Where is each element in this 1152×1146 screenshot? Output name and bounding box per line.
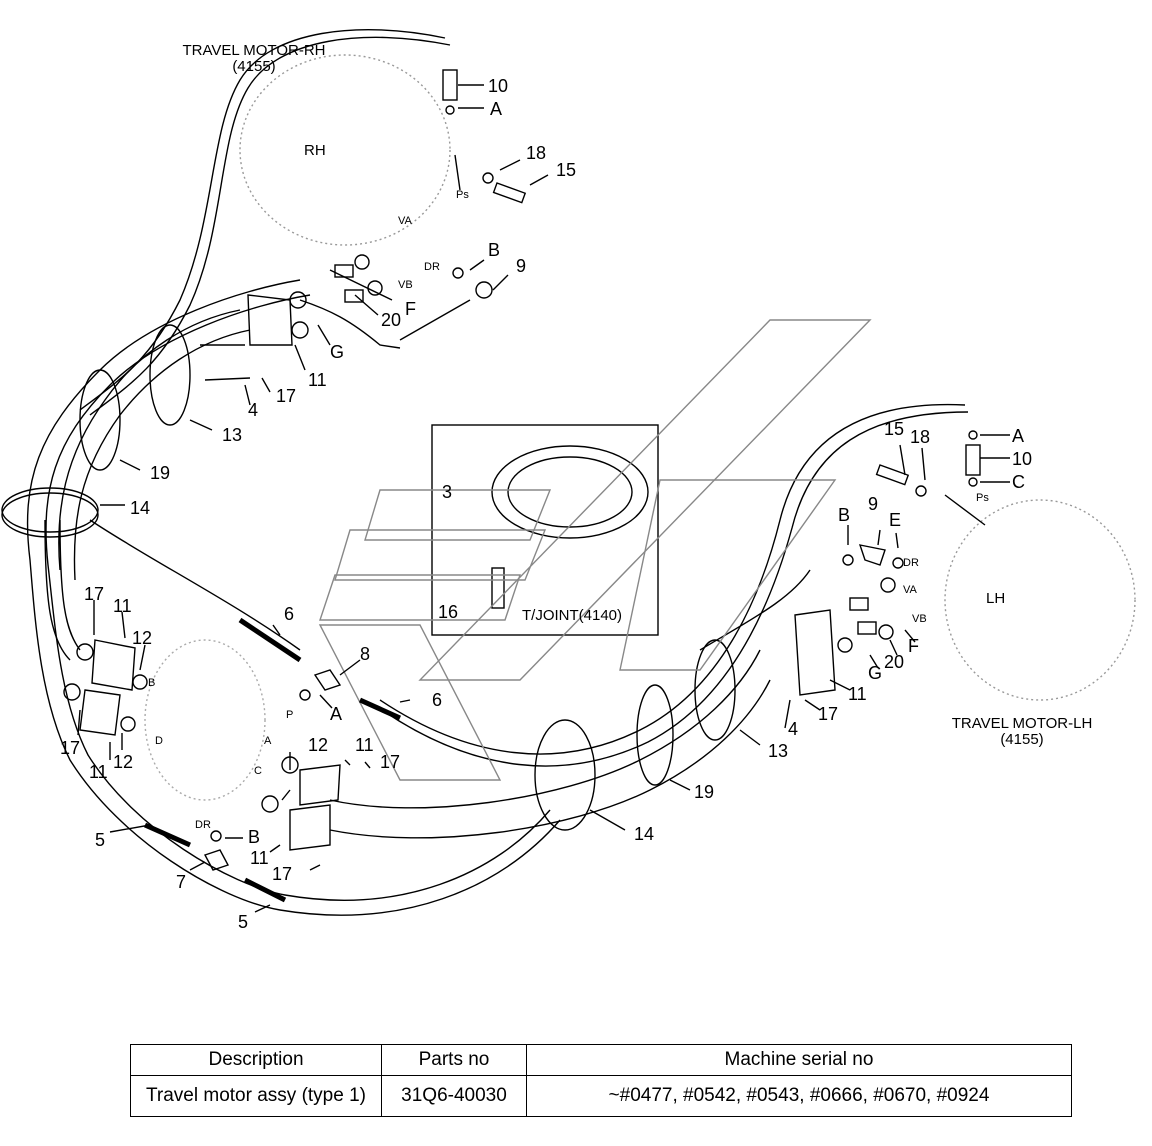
- callout-10-lh: 10: [1012, 449, 1032, 469]
- port-dr-rh: DR: [424, 261, 440, 273]
- clamp-13-rh: [149, 324, 191, 426]
- port-c: C: [254, 765, 262, 777]
- callout-17-center: 17: [380, 752, 400, 772]
- callout-14-lh: 14: [634, 824, 654, 844]
- callout-f-rh: F: [405, 299, 416, 319]
- lh-motor-outline: [944, 499, 1136, 701]
- lh-title-line2: (4155): [1000, 731, 1043, 748]
- callout-a-lh: A: [1012, 426, 1024, 446]
- callout-b-lh: B: [838, 505, 850, 525]
- tjoint-label: T/JOINT(4140): [522, 607, 622, 624]
- tjoint-gasket: [491, 445, 649, 539]
- callout-15-lh: 15: [884, 419, 904, 439]
- swivel-outline: [144, 639, 266, 801]
- callout-12-left-top: 12: [132, 628, 152, 648]
- callout-9-rh: 9: [516, 256, 526, 276]
- callout-11-center: 11: [355, 735, 374, 755]
- callout-12-left-bottom: 12: [113, 752, 133, 772]
- callout-11-lower: 11: [250, 848, 269, 868]
- callout-f-lh: F: [908, 636, 919, 656]
- lh-title-line1: TRAVEL MOTOR-LH: [952, 715, 1093, 732]
- rh-motor-outline: [239, 54, 451, 246]
- callout-8: 8: [360, 644, 370, 664]
- callout-17-lower: 17: [272, 864, 292, 884]
- header-description: Description: [130, 1044, 382, 1076]
- port-vb-lh: VB: [912, 613, 927, 625]
- callout-c-lh: C: [1012, 472, 1025, 492]
- callout-19-rh: 19: [150, 463, 170, 483]
- callout-18-lh: 18: [910, 427, 930, 447]
- table-header-row: Description Parts no Machine serial no: [130, 1044, 1072, 1076]
- port-p: P: [286, 709, 293, 721]
- callout-3: 3: [442, 482, 452, 502]
- callout-g-lh: G: [868, 663, 882, 683]
- callout-12-center: 12: [308, 735, 328, 755]
- callout-6-lower: 6: [432, 690, 442, 710]
- clamp-19-rh: [79, 369, 121, 471]
- callout-b-rh: B: [488, 240, 500, 260]
- callout-11-rh: 11: [308, 370, 327, 390]
- callout-11-lh: 11: [848, 684, 867, 704]
- hose-diagram: TRAVEL MOTOR-RH (4155) TRAVEL MOTOR-LH (…: [1, 28, 1136, 932]
- callout-b-center: B: [248, 827, 260, 847]
- callout-17-rh: 17: [276, 386, 296, 406]
- port-va-rh: VA: [398, 215, 413, 227]
- callout-7: 7: [176, 872, 186, 892]
- port-va-lh: VA: [903, 584, 918, 596]
- callout-5-left: 5: [95, 830, 105, 850]
- port-ps-lh: Ps: [976, 492, 989, 504]
- callout-17-lh: 17: [818, 704, 838, 724]
- callout-10-rh: 10: [488, 76, 508, 96]
- callout-a-rh: A: [490, 99, 502, 119]
- callout-a-center: A: [330, 704, 342, 724]
- callout-20-lh: 20: [884, 652, 904, 672]
- rh-title-line2: (4155): [232, 58, 275, 75]
- port-dr: DR: [195, 819, 211, 831]
- callout-14-rh: 14: [130, 498, 150, 518]
- parts-table: Description Parts no Machine serial no T…: [130, 1044, 1072, 1117]
- lh-label: LH: [986, 590, 1005, 607]
- clamp-14-left: [1, 487, 99, 533]
- cell-parts-no: 31Q6-40030: [381, 1075, 527, 1117]
- callout-11-left-top: 11: [113, 596, 132, 616]
- callout-e-lh: E: [889, 510, 901, 530]
- callout-6-upper: 6: [284, 604, 294, 624]
- cell-machine-serial: ~#0477, #0542, #0543, #0666, #0670, #092…: [526, 1075, 1072, 1117]
- callout-13-rh: 13: [222, 425, 242, 445]
- callout-17-left-top: 17: [84, 584, 104, 604]
- clamp-14-lh: [534, 719, 596, 831]
- clamp-19-lh: [636, 684, 674, 786]
- callout-9-lh: 9: [868, 494, 878, 514]
- callout-4-lh: 4: [788, 719, 798, 739]
- callout-15-rh: 15: [556, 160, 576, 180]
- port-b: B: [148, 677, 155, 689]
- callout-20-rh: 20: [381, 310, 401, 330]
- callout-13-lh: 13: [768, 741, 788, 761]
- port-vb-rh: VB: [398, 279, 413, 291]
- rh-label: RH: [304, 142, 326, 159]
- callout-5-lower: 5: [238, 912, 248, 932]
- port-a: A: [264, 735, 272, 747]
- callout-18-rh: 18: [526, 143, 546, 163]
- table-row: Travel motor assy (type 1) 31Q6-40030 ~#…: [130, 1075, 1072, 1117]
- port-d: D: [155, 735, 163, 747]
- header-machine-serial: Machine serial no: [526, 1044, 1072, 1076]
- cell-description: Travel motor assy (type 1): [130, 1075, 382, 1117]
- callout-19-lh: 19: [694, 782, 714, 802]
- header-parts-no: Parts no: [381, 1044, 527, 1076]
- callout-4-rh: 4: [248, 400, 258, 420]
- port-dr-lh: DR: [903, 557, 919, 569]
- port-ps-rh: Ps: [456, 189, 469, 201]
- rh-title-line1: TRAVEL MOTOR-RH: [182, 42, 325, 59]
- callout-g-rh: G: [330, 342, 344, 362]
- callout-11-left-bottom: 11: [89, 762, 108, 782]
- callout-16: 16: [438, 602, 458, 622]
- callout-17-left-bottom: 17: [60, 738, 80, 758]
- clamp-13-lh: [694, 639, 736, 741]
